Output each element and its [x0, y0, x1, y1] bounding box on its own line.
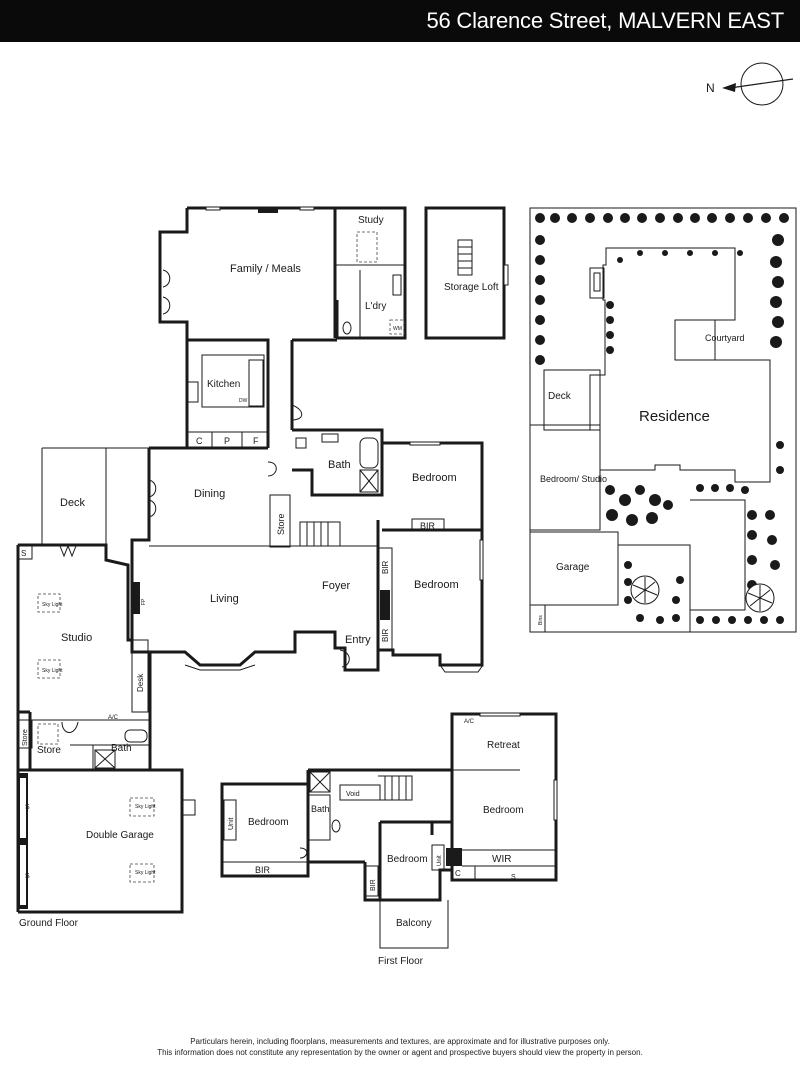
ff-label-s: S — [511, 874, 516, 881]
site-bedroom-studio: Bedroom/ Studio — [540, 474, 607, 484]
label-wm: WM — [393, 326, 402, 332]
storage-loft-plan — [424, 206, 509, 340]
disclaimer: Particulars herein, including floorplans… — [0, 1036, 800, 1058]
disclaimer-line-2: This information does not constitute any… — [157, 1048, 643, 1057]
label-s-garage-2: S — [25, 873, 30, 880]
first-floor-labels: Bedroom Unit BIR Bath Void Bedroom BIR U… — [228, 719, 524, 967]
ff-label-bir-bottom: BIR — [255, 865, 271, 875]
pantry-p: P — [224, 436, 230, 446]
ff-room-bedroom-mid: Bedroom — [387, 854, 428, 865]
ff-room-wir: WIR — [492, 854, 511, 865]
pantry-f: F — [253, 436, 259, 446]
ground-floor-plan — [16, 206, 484, 914]
ff-room-bath: Bath — [311, 804, 330, 814]
site-trees — [535, 213, 789, 624]
label-sky-light-2: Sky Light — [42, 668, 63, 674]
caption-ground-floor: Ground Floor — [19, 918, 79, 929]
label-s: S — [21, 549, 26, 558]
site-residence: Residence — [639, 408, 710, 425]
ff-room-bedroom-right: Bedroom — [483, 805, 524, 816]
label-sky-light-4: Sky Light — [135, 870, 156, 876]
site-bins: Bins — [538, 615, 544, 625]
label-ac: A/C — [108, 715, 119, 721]
room-bath: Bath — [328, 459, 351, 471]
site-plan-labels: Residence Courtyard Deck Bedroom/ Studio… — [538, 333, 745, 625]
room-store-hall: Store — [276, 513, 286, 535]
ff-label-c: C — [455, 869, 461, 878]
room-dining: Dining — [194, 488, 225, 500]
caption-first-floor: First Floor — [378, 956, 424, 967]
label-store-small: Store — [22, 729, 29, 746]
room-bedroom-1: Bedroom — [412, 472, 457, 484]
label-sky-light-3: Sky Light — [135, 804, 156, 810]
header-bar: 56 Clarence Street, MALVERN EAST — [0, 0, 800, 42]
label-unit: Unit — [384, 601, 390, 612]
compass-north-label: N — [706, 81, 715, 95]
label-fp: FP — [141, 598, 147, 605]
label-storage-loft: Storage Loft — [444, 282, 499, 293]
ground-floor-labels: Family / Meals Study L'dry WM Kitchen DW… — [19, 215, 459, 929]
label-dw: DW — [239, 398, 248, 404]
room-kitchen: Kitchen — [207, 379, 240, 390]
ff-label-unit-left: Unit — [228, 817, 235, 830]
site-garage: Garage — [556, 562, 590, 573]
site-courtyard: Courtyard — [705, 333, 745, 343]
room-study: Study — [358, 215, 384, 226]
ff-room-void: Void — [346, 791, 360, 798]
label-bir-v1: BIR — [381, 560, 390, 574]
ff-label-unit-mid: Unit — [437, 855, 443, 866]
ff-room-balcony: Balcony — [396, 918, 432, 929]
label-bir-v2: BIR — [381, 628, 390, 642]
room-laundry: L'dry — [365, 301, 386, 312]
room-family-meals: Family / Meals — [230, 263, 301, 275]
compass: N — [706, 62, 794, 106]
room-entry: Entry — [345, 634, 371, 646]
site-plan — [529, 207, 797, 633]
room-double-garage: Double Garage — [86, 830, 154, 841]
ff-room-retreat: Retreat — [487, 740, 520, 751]
property-address: 56 Clarence Street, MALVERN EAST — [426, 8, 784, 33]
label-bir: BIR — [420, 521, 436, 531]
disclaimer-line-1: Particulars herein, including floorplans… — [190, 1037, 610, 1046]
room-bedroom-2: Bedroom — [414, 579, 459, 591]
first-floor-plan — [220, 712, 558, 949]
ff-room-bedroom-left: Bedroom — [248, 817, 289, 828]
ff-label-ac: A/C — [464, 719, 475, 725]
label-s-garage-1: S — [25, 804, 30, 811]
label-desk: Desk — [136, 673, 145, 692]
room-bath-studio: Bath — [111, 743, 132, 754]
room-living: Living — [210, 593, 239, 605]
site-deck: Deck — [548, 391, 572, 402]
room-studio: Studio — [61, 632, 92, 644]
room-store-studio: Store — [37, 745, 61, 756]
label-sky-light-1: Sky Light — [42, 602, 63, 608]
room-deck: Deck — [60, 497, 86, 509]
ff-label-bir-v: BIR — [370, 879, 377, 891]
room-foyer: Foyer — [322, 580, 350, 592]
pantry-c: C — [196, 436, 203, 446]
